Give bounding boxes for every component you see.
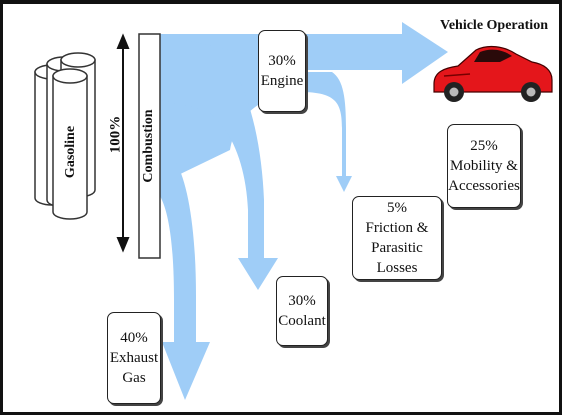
coolant-label: Coolant [278,313,326,329]
gasoline-label: Gasoline [63,125,78,179]
mobility-percent: 25% [470,138,498,154]
mobility-label-line2: Accessories [448,178,520,194]
engine-box: 30% Engine [258,30,306,112]
friction-box: 5% Friction & Parasitic Losses [352,196,442,280]
gasoline-cylinders-icon [34,52,96,220]
engine-label: Engine [260,73,304,89]
exhaust-percent: 40% [120,330,148,346]
coolant-flow-arrow [160,66,278,290]
exhaust-flow-arrow [160,160,210,400]
total-energy-label: 100% [107,115,124,154]
combustion-column [138,33,161,259]
friction-flow-arrow [300,72,352,192]
exhaust-label-line2: Gas [122,370,146,386]
vehicle-operation-title: Vehicle Operation [440,18,548,33]
mobility-box: 25% Mobility & Accessories [447,124,521,208]
exhaust-label-line1: Exhaust [109,350,159,366]
red-car-icon [433,45,553,102]
coolant-box: 30% Coolant [276,276,328,346]
coolant-percent: 30% [288,293,316,309]
mobility-label-line1: Mobility & [450,158,518,174]
exhaust-box: 40% Exhaust Gas [107,312,161,404]
total-energy-arrow [116,33,130,253]
engine-percent: 30% [268,53,296,69]
combustion-label: Combustion [141,109,156,183]
friction-label-line2: Parasitic Losses [371,240,423,276]
friction-label-line1: Friction & [365,220,429,236]
friction-percent: 5% [387,200,407,216]
